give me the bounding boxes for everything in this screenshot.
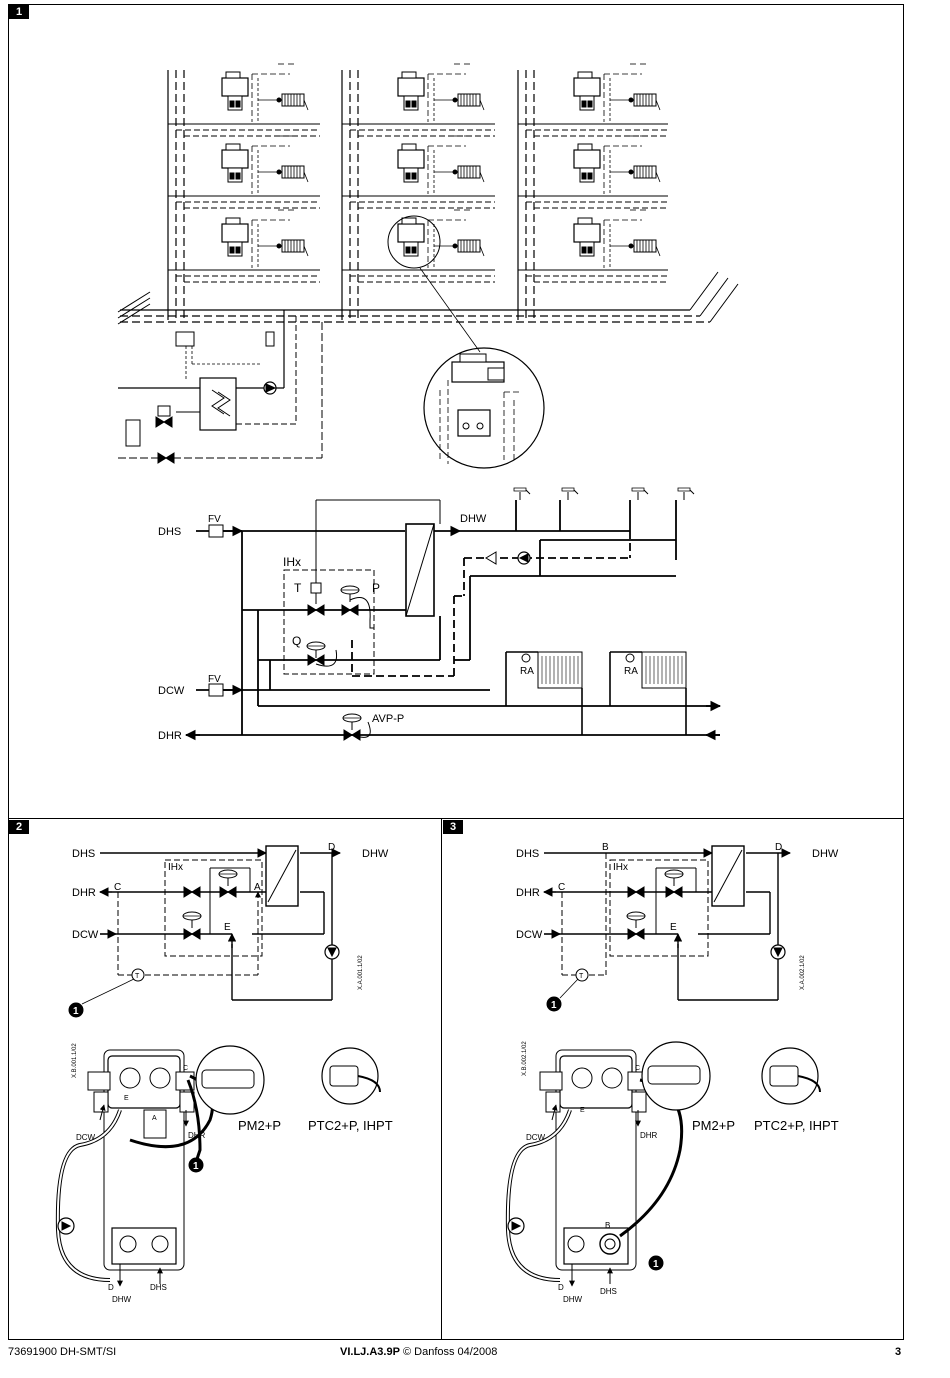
p2-pm2p-label: PM2+P	[238, 1118, 281, 1133]
p2-dhs-label: DHS	[72, 848, 95, 860]
panel-1-badge: 1	[9, 5, 29, 19]
p3-dcw-label: DCW	[516, 929, 543, 941]
p3-e-hw: E	[580, 1107, 585, 1114]
dhs-label: DHS	[158, 526, 181, 538]
p2-marker-hw: 1	[193, 1161, 199, 1172]
p2-dhr-bottom: DHR	[188, 1131, 206, 1140]
p3-c-hw: C	[635, 1065, 640, 1072]
panel-2-schematic	[68, 845, 341, 1018]
p3-dhs-bottom: DHS	[600, 1287, 617, 1296]
panel-2-hardware	[55, 1045, 381, 1287]
p2-e-label: E	[224, 922, 231, 933]
ihx-label: IHx	[283, 555, 301, 569]
p3-marker-hw: 1	[653, 1259, 659, 1270]
panel-3-hardware	[505, 1041, 821, 1287]
fv-label-top: FV	[208, 514, 221, 525]
p2-code-2: X.B.001.1/02	[72, 1043, 78, 1078]
footer-doc-number: 73691900 DH-SMT/SI	[8, 1346, 117, 1358]
p3-dhr-label: DHR	[516, 887, 540, 899]
p3-pm2p-label: PM2+P	[692, 1118, 735, 1133]
p2-ihx-label: IHx	[168, 862, 183, 873]
avp-label: AVP-P	[372, 713, 404, 725]
footer-page-number: 3	[895, 1346, 902, 1358]
p2-dcw-bottom: DCW	[76, 1133, 96, 1142]
p3-code-1: X.A.002.1/02	[800, 955, 806, 990]
p3-dhw-bottom: DHW	[563, 1295, 583, 1304]
panel-3-badge: 3	[443, 820, 463, 834]
q-label: Q	[292, 634, 301, 648]
p3-ptc-label: PTC2+P, IHPT	[754, 1118, 839, 1133]
p3-ihx-label: IHx	[613, 862, 628, 873]
p3-dhw-label: DHW	[812, 848, 839, 860]
p2-dhw-bottom: DHW	[112, 1295, 132, 1304]
p2-dcw-label: DCW	[72, 929, 99, 941]
p2-c-hw: C	[183, 1065, 188, 1072]
dhw-label: DHW	[460, 513, 487, 525]
p2-d-bottom: D	[108, 1283, 114, 1292]
ra-label-1: RA	[520, 666, 534, 677]
p2-t-label: T	[135, 973, 140, 980]
p2-dhr-label: DHR	[72, 887, 96, 899]
p-label: P	[372, 581, 380, 595]
p3-d-bottom: D	[558, 1283, 564, 1292]
p3-b-label: B	[602, 842, 609, 853]
panel-3-frame	[441, 818, 904, 1340]
p2-d-label: D	[328, 842, 335, 853]
p2-dhs-bottom: DHS	[150, 1283, 167, 1292]
p3-marker-1: 1	[551, 1000, 557, 1011]
p3-b-hw: B	[605, 1221, 610, 1230]
p3-dcw-bottom: DCW	[526, 1133, 546, 1142]
p2-a-hw: A	[152, 1115, 157, 1122]
dhr-label: DHR	[158, 730, 182, 742]
p3-dhr-bottom: DHR	[640, 1131, 658, 1140]
p2-dhw-label: DHW	[362, 848, 389, 860]
p3-d-label: D	[775, 842, 782, 853]
panel-3-schematic	[543, 845, 791, 1012]
p2-c-label: C	[114, 882, 121, 893]
p2-code-1: X.A.001.1/02	[358, 955, 364, 990]
footer-code-line: VI.LJ.A3.9P © Danfoss 04/2008	[340, 1346, 497, 1358]
detail-zoom	[423, 347, 545, 469]
p3-e-label: E	[670, 922, 677, 933]
p3-dhs-label: DHS	[516, 848, 539, 860]
footer-copyright: © Danfoss 04/2008	[402, 1346, 498, 1358]
p2-e-hw: E	[124, 1095, 129, 1102]
dcw-label: DCW	[158, 685, 185, 697]
fv-label-bottom: FV	[208, 674, 221, 685]
p3-code-2: X.B.002.1/02	[522, 1041, 528, 1076]
p3-t-label: T	[579, 973, 584, 980]
p3-c-label: C	[558, 882, 565, 893]
p2-marker-1: 1	[73, 1006, 79, 1017]
p2-a-label: A	[254, 882, 261, 893]
t-label: T	[294, 581, 302, 595]
p2-ptc-label: PTC2+P, IHPT	[308, 1118, 393, 1133]
footer-code: VI.LJ.A3.9P	[340, 1346, 400, 1358]
building-diagram	[117, 64, 739, 464]
ra-label-2: RA	[624, 666, 638, 677]
substation-schematic	[184, 487, 722, 741]
panel-2-badge: 2	[9, 820, 29, 834]
